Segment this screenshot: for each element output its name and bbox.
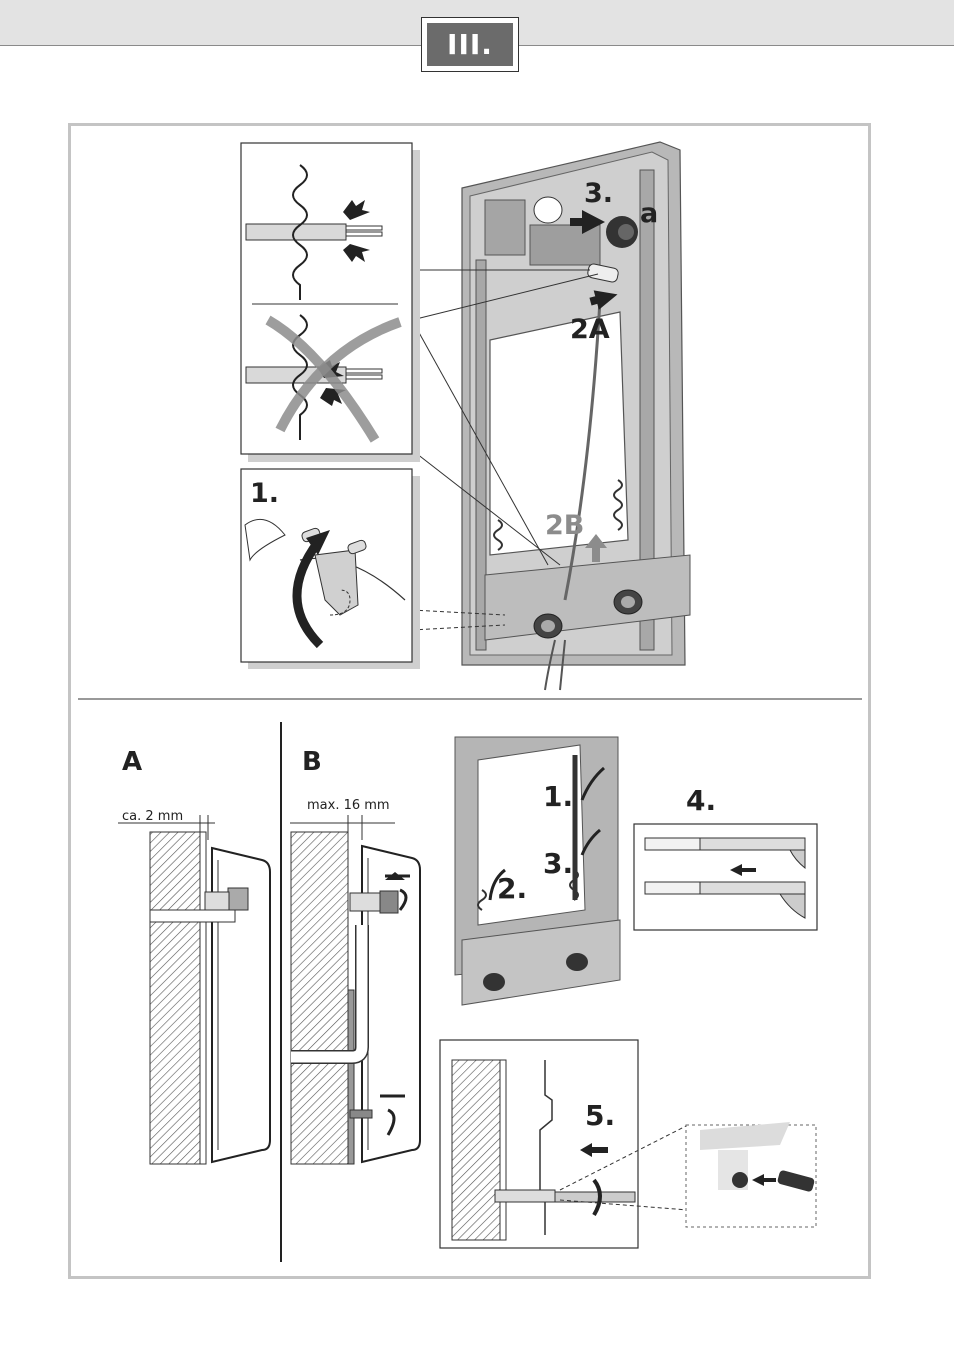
mount-step1: 1.	[543, 780, 573, 813]
panel-b-dimension: max. 16 mm	[307, 798, 390, 813]
panel-a: A ca. 2 mm	[118, 747, 270, 1164]
label-step2a: 2A	[570, 314, 610, 345]
label-a: a	[640, 198, 658, 229]
step5-label: 5.	[585, 1099, 615, 1132]
step4-label: 4.	[686, 784, 716, 817]
label-step3: 3.	[584, 178, 613, 209]
mount-step2: 2.	[497, 872, 527, 905]
mount-step3: 3.	[543, 847, 573, 880]
label-step1: 1.	[250, 478, 279, 509]
step4-inset: 4.	[634, 784, 817, 930]
panel-a-dimension: ca. 2 mm	[122, 809, 183, 824]
mount-frame: 1. 3. 2.	[455, 737, 620, 1005]
inset-wire-strip	[241, 143, 420, 462]
panel-b: B max. 16 mm	[290, 747, 420, 1164]
panel-b-letter: B	[302, 747, 322, 777]
panel-a-letter: A	[122, 747, 142, 777]
step5-inset: 5.	[440, 1040, 816, 1248]
label-step2b: 2B	[545, 510, 584, 541]
